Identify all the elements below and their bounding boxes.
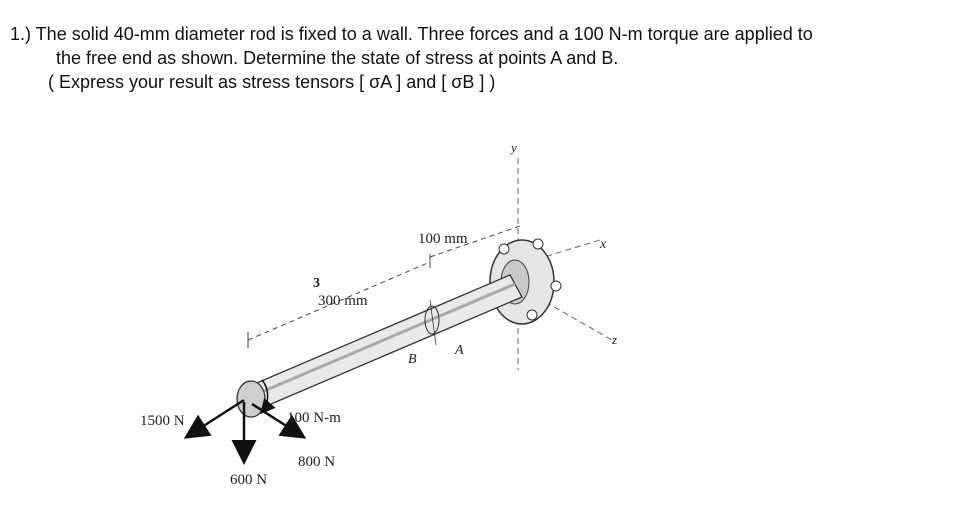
axis-y-label: y bbox=[509, 140, 517, 155]
bolt-icon bbox=[498, 243, 510, 255]
axis-x-label: x bbox=[599, 237, 607, 252]
rod bbox=[236, 274, 523, 418]
bolt-icon bbox=[550, 280, 562, 292]
point-b-label: B bbox=[408, 352, 417, 367]
problem-statement: 1.) The solid 40-mm diameter rod is fixe… bbox=[10, 22, 970, 94]
force-1500-arrow bbox=[183, 398, 245, 439]
forces bbox=[183, 398, 307, 465]
problem-line-3: ( Express your result as stress tensors … bbox=[48, 72, 496, 92]
section-circle bbox=[424, 305, 440, 335]
axis-z-label: z bbox=[611, 332, 617, 347]
bolt-icon bbox=[532, 238, 544, 250]
dim-100mm-label: 100 mm bbox=[418, 231, 468, 247]
x-axis-line bbox=[507, 239, 601, 269]
dim-300mm-label: 300 mm bbox=[318, 293, 368, 309]
z-axis-line bbox=[527, 291, 613, 341]
rod-free-end bbox=[236, 380, 266, 418]
dimensions bbox=[247, 225, 521, 348]
force-1500-label: 1500 N bbox=[140, 413, 185, 429]
problem-line-2: the free end as shown. Determine the sta… bbox=[56, 48, 619, 68]
problem-line-1: 1.) The solid 40-mm diameter rod is fixe… bbox=[10, 24, 813, 44]
dim-300mm-prefix: 3 bbox=[313, 276, 320, 291]
torque-arrow bbox=[260, 379, 276, 415]
force-600-label: 600 N bbox=[230, 472, 267, 488]
force-800-label: 800 N bbox=[298, 454, 335, 470]
point-a-label: A bbox=[454, 343, 464, 358]
torque-100-label: 100 N-m bbox=[287, 410, 341, 426]
bolt-icon bbox=[526, 309, 538, 321]
